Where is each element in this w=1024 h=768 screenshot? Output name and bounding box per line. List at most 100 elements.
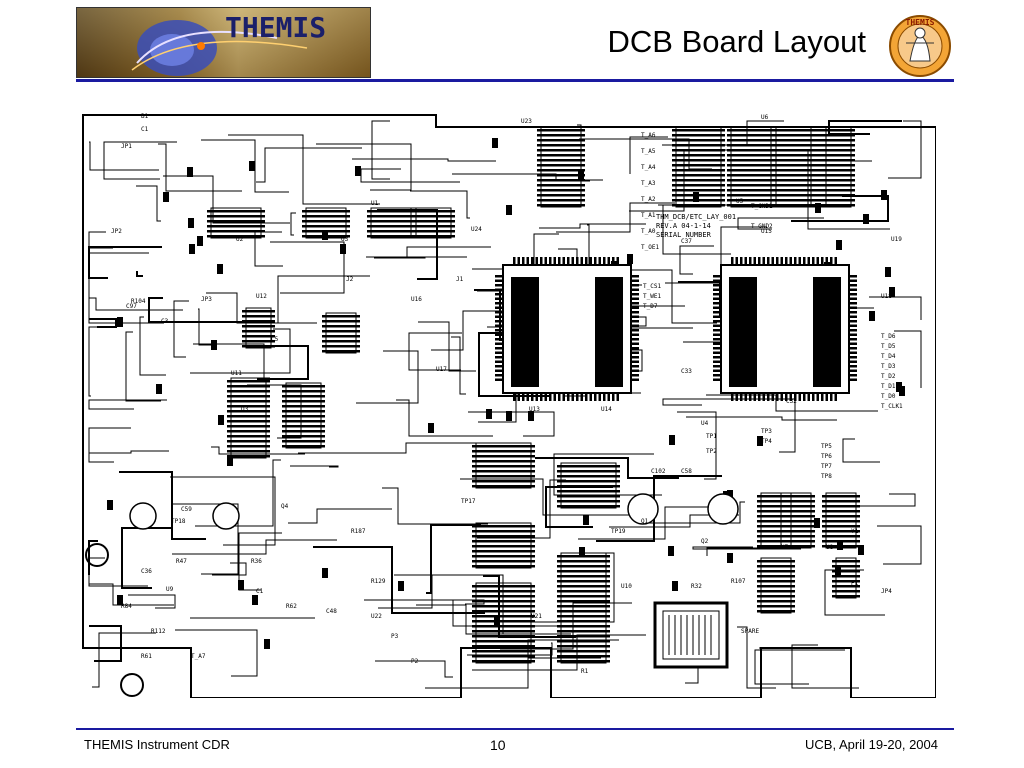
passive-component — [727, 553, 733, 563]
page-number: 10 — [490, 737, 506, 753]
ic-chip — [810, 126, 852, 208]
part-label: T_D7 — [643, 303, 658, 310]
part-label: T_CS1 — [643, 283, 661, 290]
part-label: T_CLK1 — [881, 403, 903, 410]
passive-component — [486, 409, 492, 419]
passive-component — [107, 500, 113, 510]
passive-component — [583, 515, 589, 525]
passive-component — [835, 565, 841, 575]
part-label: U14 — [601, 406, 612, 413]
themis-emblem: THEMIS — [888, 13, 952, 79]
part-label: U10 — [621, 583, 632, 590]
themis-logo: THEMIS — [76, 7, 371, 78]
part-label: T_A0 — [641, 228, 656, 235]
passive-component — [252, 595, 258, 605]
transformer — [653, 601, 729, 669]
passive-component — [218, 415, 224, 425]
passive-component — [322, 230, 328, 240]
passive-component — [881, 190, 887, 200]
part-label: C1 — [141, 126, 149, 133]
ic-chip — [325, 312, 357, 354]
part-label: R62 — [286, 603, 297, 610]
part-label: TP6 — [821, 453, 832, 460]
part-label: JP3 — [201, 296, 212, 303]
ic-chip — [210, 207, 262, 239]
part-label: U3 — [341, 236, 349, 243]
part-label: U24 — [471, 226, 482, 233]
part-label: TP18 — [171, 518, 186, 525]
board-header-text: THM_DCB/ETC_LAY_001 — [656, 213, 736, 221]
passive-component — [428, 423, 434, 433]
footer-rule — [76, 728, 954, 730]
passive-component — [669, 435, 675, 445]
part-label: R45 — [741, 368, 752, 375]
part-label: U9 — [166, 586, 174, 593]
mounting-hole — [120, 673, 144, 697]
part-label: C97 — [126, 303, 137, 310]
passive-component — [227, 456, 233, 466]
passive-component — [188, 218, 194, 228]
passive-component — [814, 518, 820, 528]
footer-presentation-title: THEMIS Instrument CDR — [84, 737, 230, 752]
board-header-text: REV.A 04-1-14 — [656, 222, 711, 230]
part-label: TP8 — [821, 473, 832, 480]
part-label: J2 — [346, 276, 354, 283]
part-label: R47 — [176, 558, 187, 565]
passive-component — [217, 264, 223, 274]
passive-component — [189, 244, 195, 254]
passive-component — [869, 311, 875, 321]
part-label: Q4 — [281, 503, 289, 510]
ic-chip — [540, 126, 582, 208]
passive-component — [578, 170, 584, 180]
part-label: C102 — [651, 468, 666, 475]
part-label: C33 — [681, 368, 692, 375]
part-label: T_D5 — [881, 343, 896, 350]
part-label: T_D4 — [881, 353, 896, 360]
part-label: C58 — [681, 468, 692, 475]
part-label: TP5 — [821, 443, 832, 450]
part-label: TP3 — [761, 428, 772, 435]
part-label: T_WE1 — [643, 293, 661, 300]
ic-chip — [410, 207, 452, 239]
passive-component — [693, 192, 699, 202]
part-label: U22 — [371, 613, 382, 620]
passive-component — [163, 192, 169, 202]
part-label: TP7 — [821, 463, 832, 470]
passive-component — [322, 568, 328, 578]
part-label: R1 — [581, 668, 589, 675]
capacitor — [627, 493, 659, 525]
part-label: TP1 — [706, 433, 717, 440]
part-label: P1 — [851, 580, 859, 587]
part-label: Q2 — [701, 538, 709, 545]
passive-component — [815, 203, 821, 213]
passive-component — [579, 547, 585, 557]
passive-component — [156, 384, 162, 394]
part-label: T_GND1 — [751, 203, 773, 210]
passive-component — [836, 240, 842, 250]
ic-chip — [475, 582, 532, 664]
part-label: R129 — [371, 578, 386, 585]
part-label: C32 — [786, 398, 797, 405]
part-label: C36 — [141, 568, 152, 575]
passive-component — [837, 540, 843, 550]
passive-component — [355, 166, 361, 176]
passive-component — [627, 254, 633, 264]
part-label: U18 — [881, 293, 892, 300]
part-label: SPARE — [741, 628, 759, 635]
part-label: U6 — [761, 114, 769, 121]
part-label: U1 — [371, 200, 379, 207]
part-label: U2 — [236, 236, 244, 243]
part-label: R36 — [251, 558, 262, 565]
part-label: U21 — [531, 613, 542, 620]
part-label: TP2 — [706, 448, 717, 455]
part-label: JP2 — [111, 228, 122, 235]
part-label: C5 — [271, 336, 279, 343]
part-label: P2 — [411, 658, 419, 665]
passive-component — [264, 639, 270, 649]
ic-chip — [835, 557, 857, 599]
passive-component — [117, 595, 123, 605]
emblem-text: THEMIS — [906, 18, 935, 27]
passive-component — [494, 616, 500, 626]
passive-component — [889, 287, 895, 297]
part-label: U7 — [781, 544, 789, 551]
